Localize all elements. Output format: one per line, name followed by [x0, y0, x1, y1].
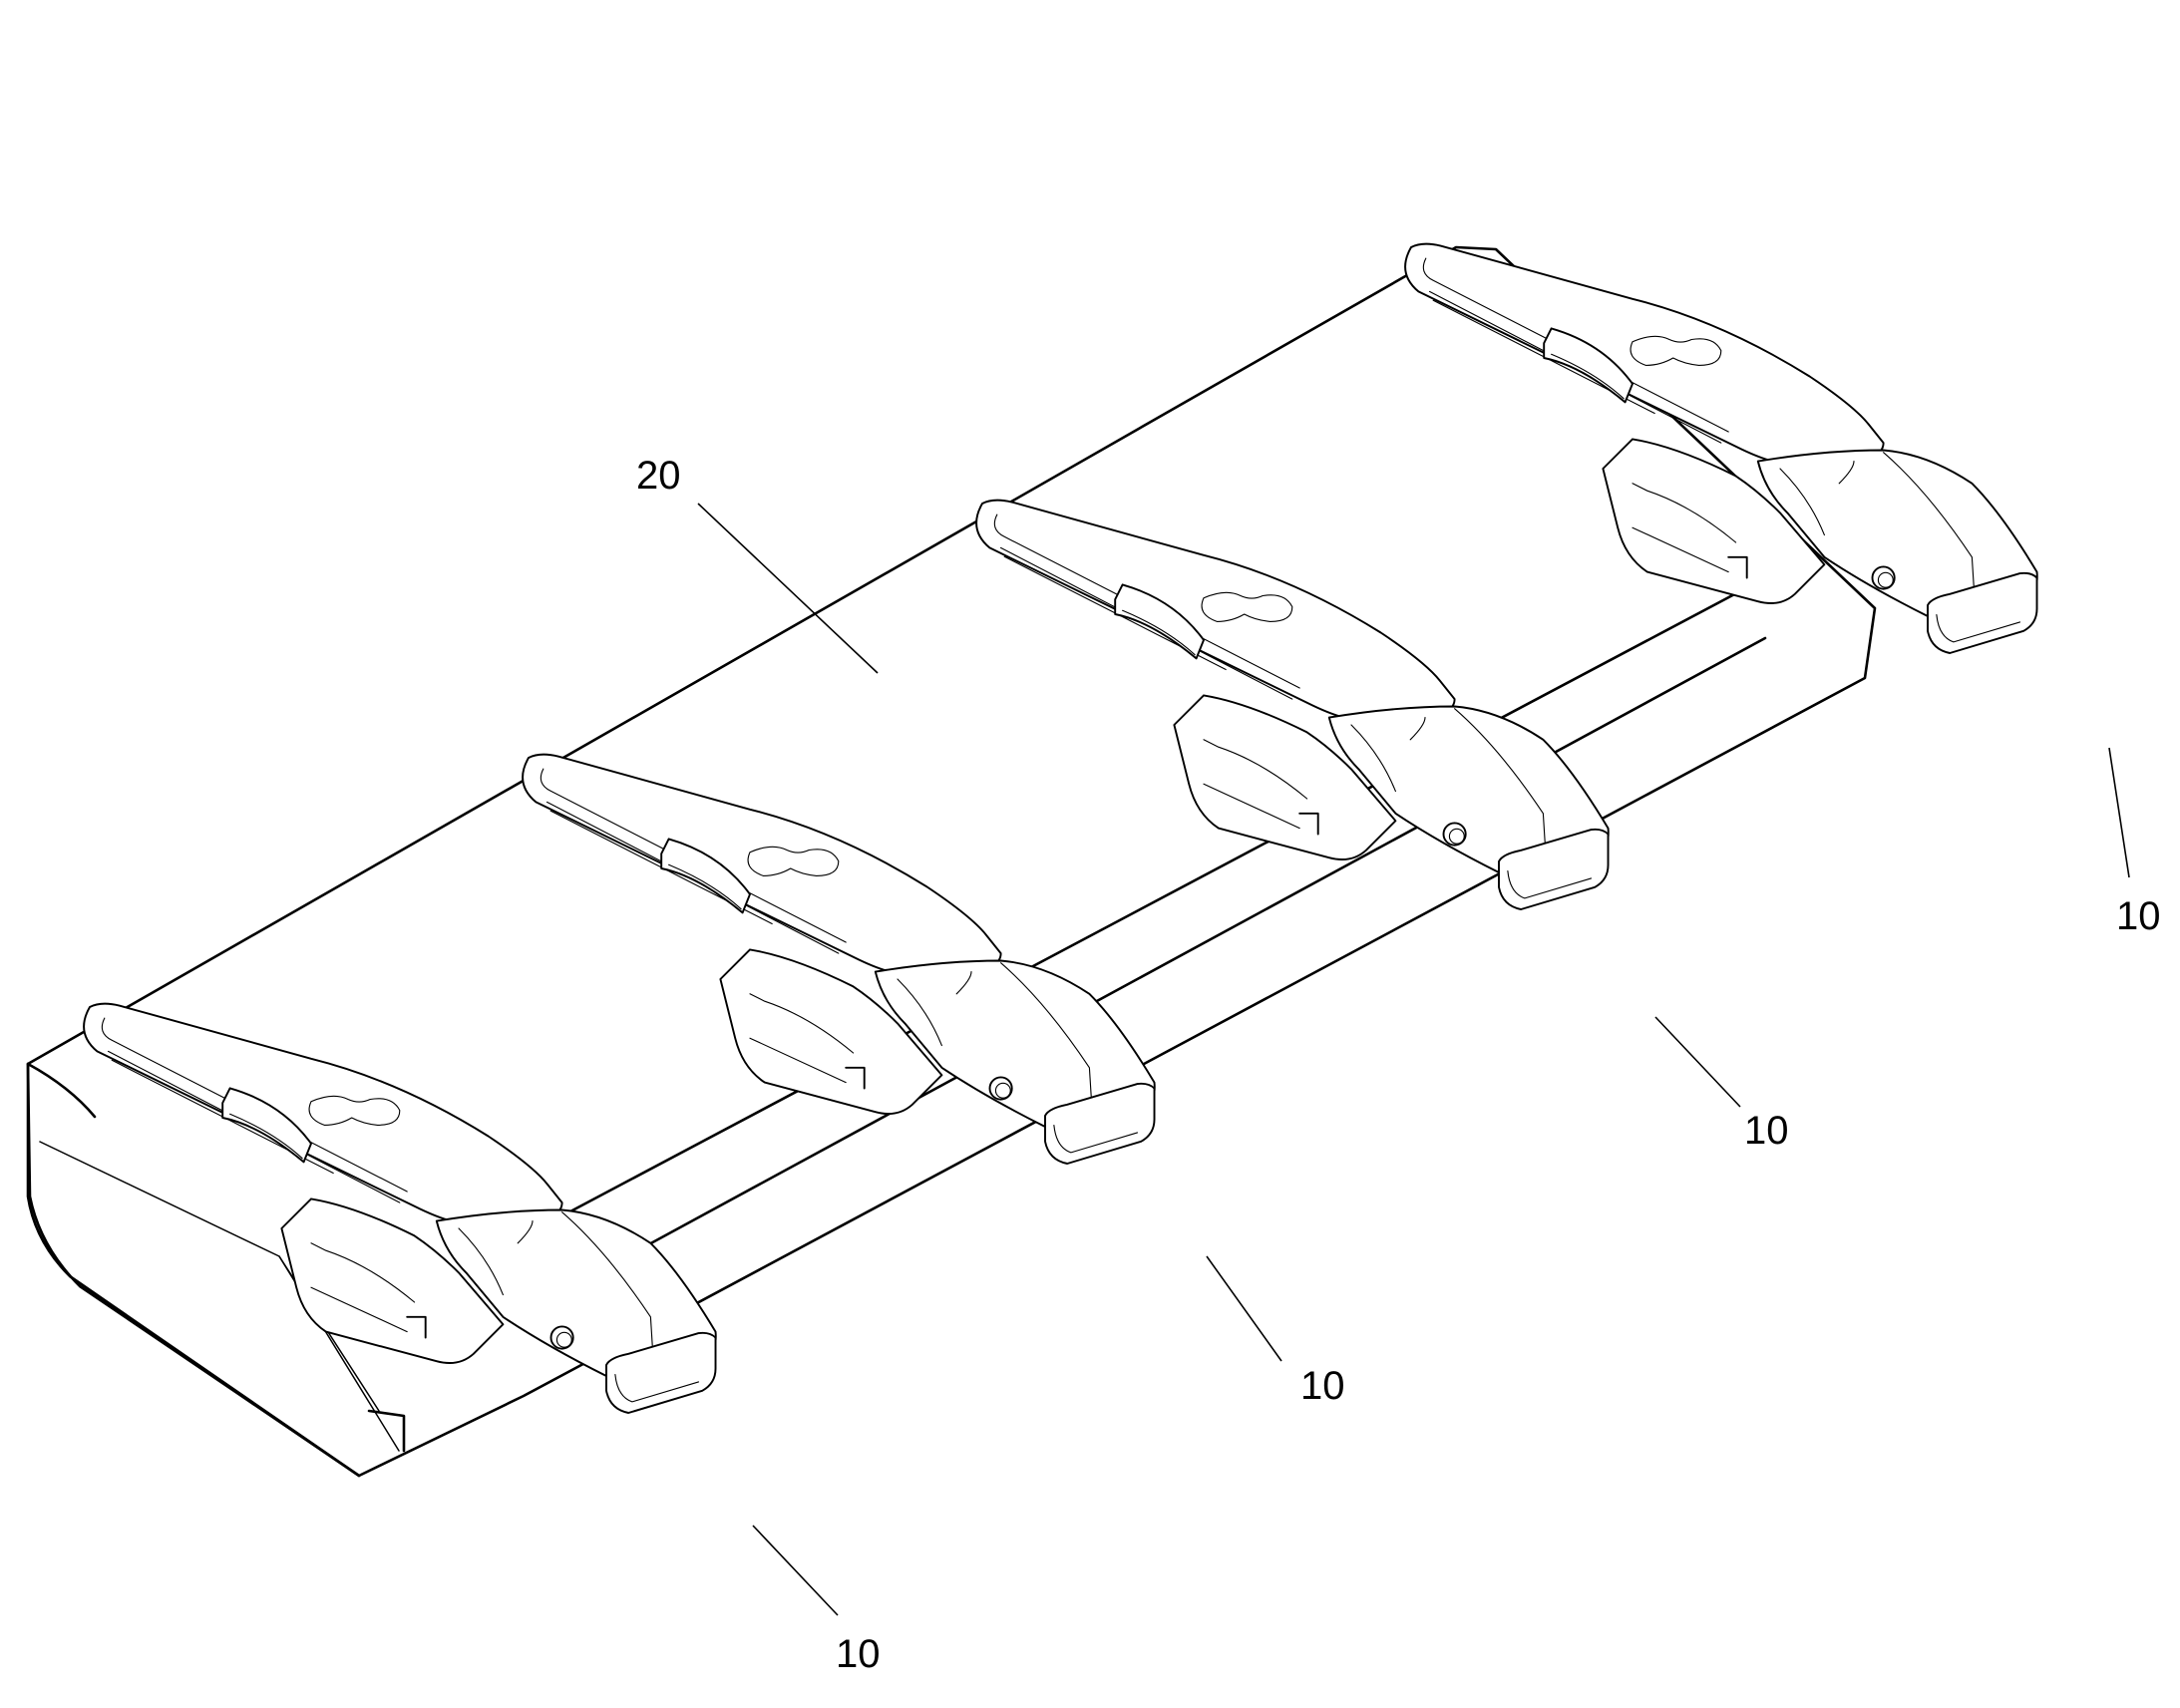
- leader-line-tooth-1: [752, 1525, 839, 1616]
- ref-numeral-blade: 20: [636, 454, 681, 498]
- ref-numeral-tooth-3: 10: [1744, 1109, 1789, 1153]
- leader-line-tooth-4: [2108, 747, 2130, 878]
- leader-line-blade: [697, 503, 879, 674]
- ref-numeral-tooth-2: 10: [1300, 1364, 1345, 1408]
- leader-line-tooth-2: [1206, 1255, 1282, 1362]
- leader-line-tooth-3: [1654, 1016, 1741, 1108]
- ref-numeral-tooth-1: 10: [836, 1632, 881, 1676]
- ref-numeral-tooth-4: 10: [2116, 894, 2161, 938]
